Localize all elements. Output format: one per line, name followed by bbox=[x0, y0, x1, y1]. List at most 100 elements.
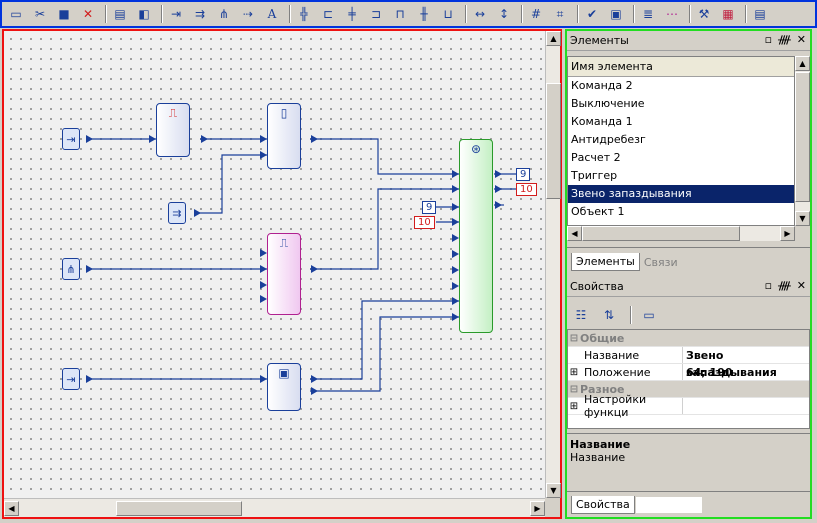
properties-title: Свойства bbox=[570, 280, 624, 293]
scroll-down-icon[interactable]: ▼ bbox=[546, 483, 561, 498]
links-icon[interactable]: ⋯ bbox=[666, 7, 678, 21]
output-tag[interactable]: 9 bbox=[516, 168, 531, 181]
property-value[interactable]: 64; 190 bbox=[682, 364, 809, 380]
command-port-icon[interactable]: ⇉ bbox=[168, 202, 186, 224]
tab-properties[interactable]: Свойства bbox=[571, 495, 635, 514]
pin-icon[interactable]: ᚎ bbox=[778, 279, 791, 292]
output-tag[interactable]: 10 bbox=[516, 183, 537, 196]
toolbar-separator bbox=[689, 5, 691, 23]
list-item[interactable]: Объект 1 bbox=[571, 205, 625, 218]
input-tag[interactable]: 9 bbox=[422, 201, 437, 214]
signal-icon[interactable]: ⋔ bbox=[218, 7, 230, 21]
preview-icon[interactable]: ◧ bbox=[138, 7, 150, 21]
toolbar-separator bbox=[745, 5, 747, 23]
diagram-vertical-scrollbar[interactable]: ▲ ▼ bbox=[545, 31, 561, 498]
align-top-icon[interactable]: ⊓ bbox=[395, 7, 405, 21]
print-icon[interactable]: ▤ bbox=[114, 7, 126, 21]
same-height-icon[interactable]: ↕ bbox=[498, 7, 510, 21]
list-item[interactable]: Выключение bbox=[571, 97, 645, 110]
diagram-horizontal-scrollbar[interactable]: ◀ ▶ bbox=[4, 498, 545, 517]
categorized-icon[interactable]: ☷ bbox=[575, 308, 587, 322]
scroll-down-icon[interactable]: ▼ bbox=[795, 211, 810, 226]
elements-vertical-scrollbar[interactable]: ▲ ▼ bbox=[795, 56, 810, 226]
input-port-icon[interactable]: ⇥ bbox=[62, 128, 80, 150]
trigger-block[interactable]: ▯ bbox=[267, 103, 301, 169]
delete-icon[interactable]: ✕ bbox=[82, 7, 94, 21]
new-icon[interactable]: ▭ bbox=[10, 7, 22, 21]
signal-port-icon[interactable]: ⋔ bbox=[62, 258, 80, 280]
scroll-left-icon[interactable]: ◀ bbox=[4, 501, 19, 516]
tools-icon[interactable]: ⚒ bbox=[698, 7, 710, 21]
object-block[interactable]: ⊛ bbox=[459, 139, 493, 333]
scroll-thumb[interactable] bbox=[116, 501, 242, 516]
property-row[interactable]: Название Звено запаздывания bbox=[568, 347, 809, 379]
align-left-icon[interactable]: ⊏ bbox=[322, 7, 334, 21]
collapse-icon[interactable]: ⊟ bbox=[569, 383, 579, 395]
command-icon[interactable]: ⇉ bbox=[194, 7, 206, 21]
cut-icon[interactable]: ✂ bbox=[34, 7, 46, 21]
property-pages-icon[interactable]: ▭ bbox=[643, 308, 655, 322]
scroll-up-icon[interactable]: ▲ bbox=[795, 56, 810, 71]
property-row[interactable]: ⊞ Настройки функци bbox=[568, 393, 809, 419]
tab-elements[interactable]: Элементы bbox=[571, 253, 640, 271]
elements-title: Элементы bbox=[570, 34, 629, 47]
palette-icon[interactable]: ▦ bbox=[722, 7, 734, 21]
tab-strip-blank bbox=[635, 496, 702, 513]
property-value[interactable] bbox=[682, 398, 809, 414]
snap-icon[interactable]: ⌗ bbox=[556, 6, 564, 21]
list-item-selected[interactable]: Звено запаздывания bbox=[568, 185, 794, 203]
wires bbox=[86, 135, 516, 395]
list-item[interactable]: Расчет 2 bbox=[571, 151, 621, 164]
restore-icon[interactable]: ▫ bbox=[764, 33, 773, 46]
property-row[interactable]: ⊞ Положение 64; 190 bbox=[568, 364, 809, 381]
debounce-block[interactable]: ⎍ bbox=[156, 103, 190, 157]
list-item[interactable]: Команда 2 bbox=[571, 79, 633, 92]
tab-links[interactable]: Связи bbox=[643, 256, 678, 269]
property-grid[interactable]: ⊟ Общие Название Звено запаздывания ⊞ По… bbox=[567, 329, 810, 429]
column-header[interactable]: Имя элемента bbox=[568, 57, 794, 77]
align-center-icon[interactable]: ╬ bbox=[300, 7, 308, 21]
close-icon[interactable]: ✕ bbox=[796, 33, 806, 46]
restore-icon[interactable]: ▫ bbox=[764, 279, 773, 292]
scroll-right-icon[interactable]: ▶ bbox=[780, 226, 795, 241]
copy-icon[interactable]: ■ bbox=[58, 7, 70, 21]
input-icon[interactable]: ⇥ bbox=[170, 7, 182, 21]
diagram-canvas[interactable]: ⇥ ⇉ ⋔ ⇥ ⎍ ▯ ⎍ ▣ ⊛ 9 10 9 10 bbox=[4, 31, 545, 498]
align-vcenter-icon[interactable]: ╫ bbox=[420, 7, 428, 21]
scroll-right-icon[interactable]: ▶ bbox=[530, 501, 545, 516]
same-width-icon[interactable]: ↔ bbox=[474, 7, 486, 21]
compile-icon[interactable]: ▣ bbox=[610, 7, 622, 21]
expand-icon[interactable]: ⊞ bbox=[569, 400, 579, 412]
category-row[interactable]: ⊟ Общие bbox=[568, 330, 809, 347]
expand-icon[interactable]: ⊞ bbox=[569, 366, 579, 378]
list-item[interactable]: Антидребезг bbox=[571, 133, 646, 146]
calc-block[interactable]: ▣ bbox=[267, 363, 301, 411]
scroll-up-icon[interactable]: ▲ bbox=[546, 31, 561, 46]
list-item[interactable]: Триггер bbox=[571, 169, 618, 182]
input-port-icon[interactable]: ⇥ bbox=[62, 368, 80, 390]
list-item[interactable]: Команда 1 bbox=[571, 115, 633, 128]
properties-icon[interactable]: ▤ bbox=[754, 7, 766, 21]
collapse-icon[interactable]: ⊟ bbox=[569, 332, 579, 344]
elements-horizontal-scrollbar[interactable]: ◀ ▶ bbox=[567, 226, 795, 241]
delay-block[interactable]: ⎍ bbox=[267, 233, 301, 315]
category-row[interactable]: ⊟ Разное bbox=[568, 381, 809, 398]
elements-list[interactable]: Имя элемента Команда 2 Выключение Команд… bbox=[567, 56, 795, 226]
sort-az-icon[interactable]: ⇅ bbox=[603, 308, 615, 322]
pin-icon[interactable]: ᚎ bbox=[778, 33, 791, 46]
scroll-thumb[interactable] bbox=[795, 72, 810, 202]
scroll-left-icon[interactable]: ◀ bbox=[567, 226, 582, 241]
grid-icon[interactable]: # bbox=[530, 7, 542, 21]
check-icon[interactable]: ✔ bbox=[586, 7, 598, 21]
close-icon[interactable]: ✕ bbox=[796, 279, 806, 292]
align-right-icon[interactable]: ⊐ bbox=[370, 7, 382, 21]
text-icon[interactable]: A bbox=[267, 7, 277, 21]
scroll-thumb[interactable] bbox=[582, 226, 740, 241]
list-icon[interactable]: ≣ bbox=[642, 7, 654, 21]
output-icon[interactable]: ⇢ bbox=[242, 7, 254, 21]
align-middle-icon[interactable]: ╪ bbox=[348, 7, 356, 21]
scroll-thumb[interactable] bbox=[546, 83, 561, 199]
input-tag[interactable]: 10 bbox=[414, 216, 435, 229]
align-bottom-icon[interactable]: ⊔ bbox=[443, 7, 453, 21]
property-value[interactable]: Звено запаздывания bbox=[682, 347, 809, 379]
